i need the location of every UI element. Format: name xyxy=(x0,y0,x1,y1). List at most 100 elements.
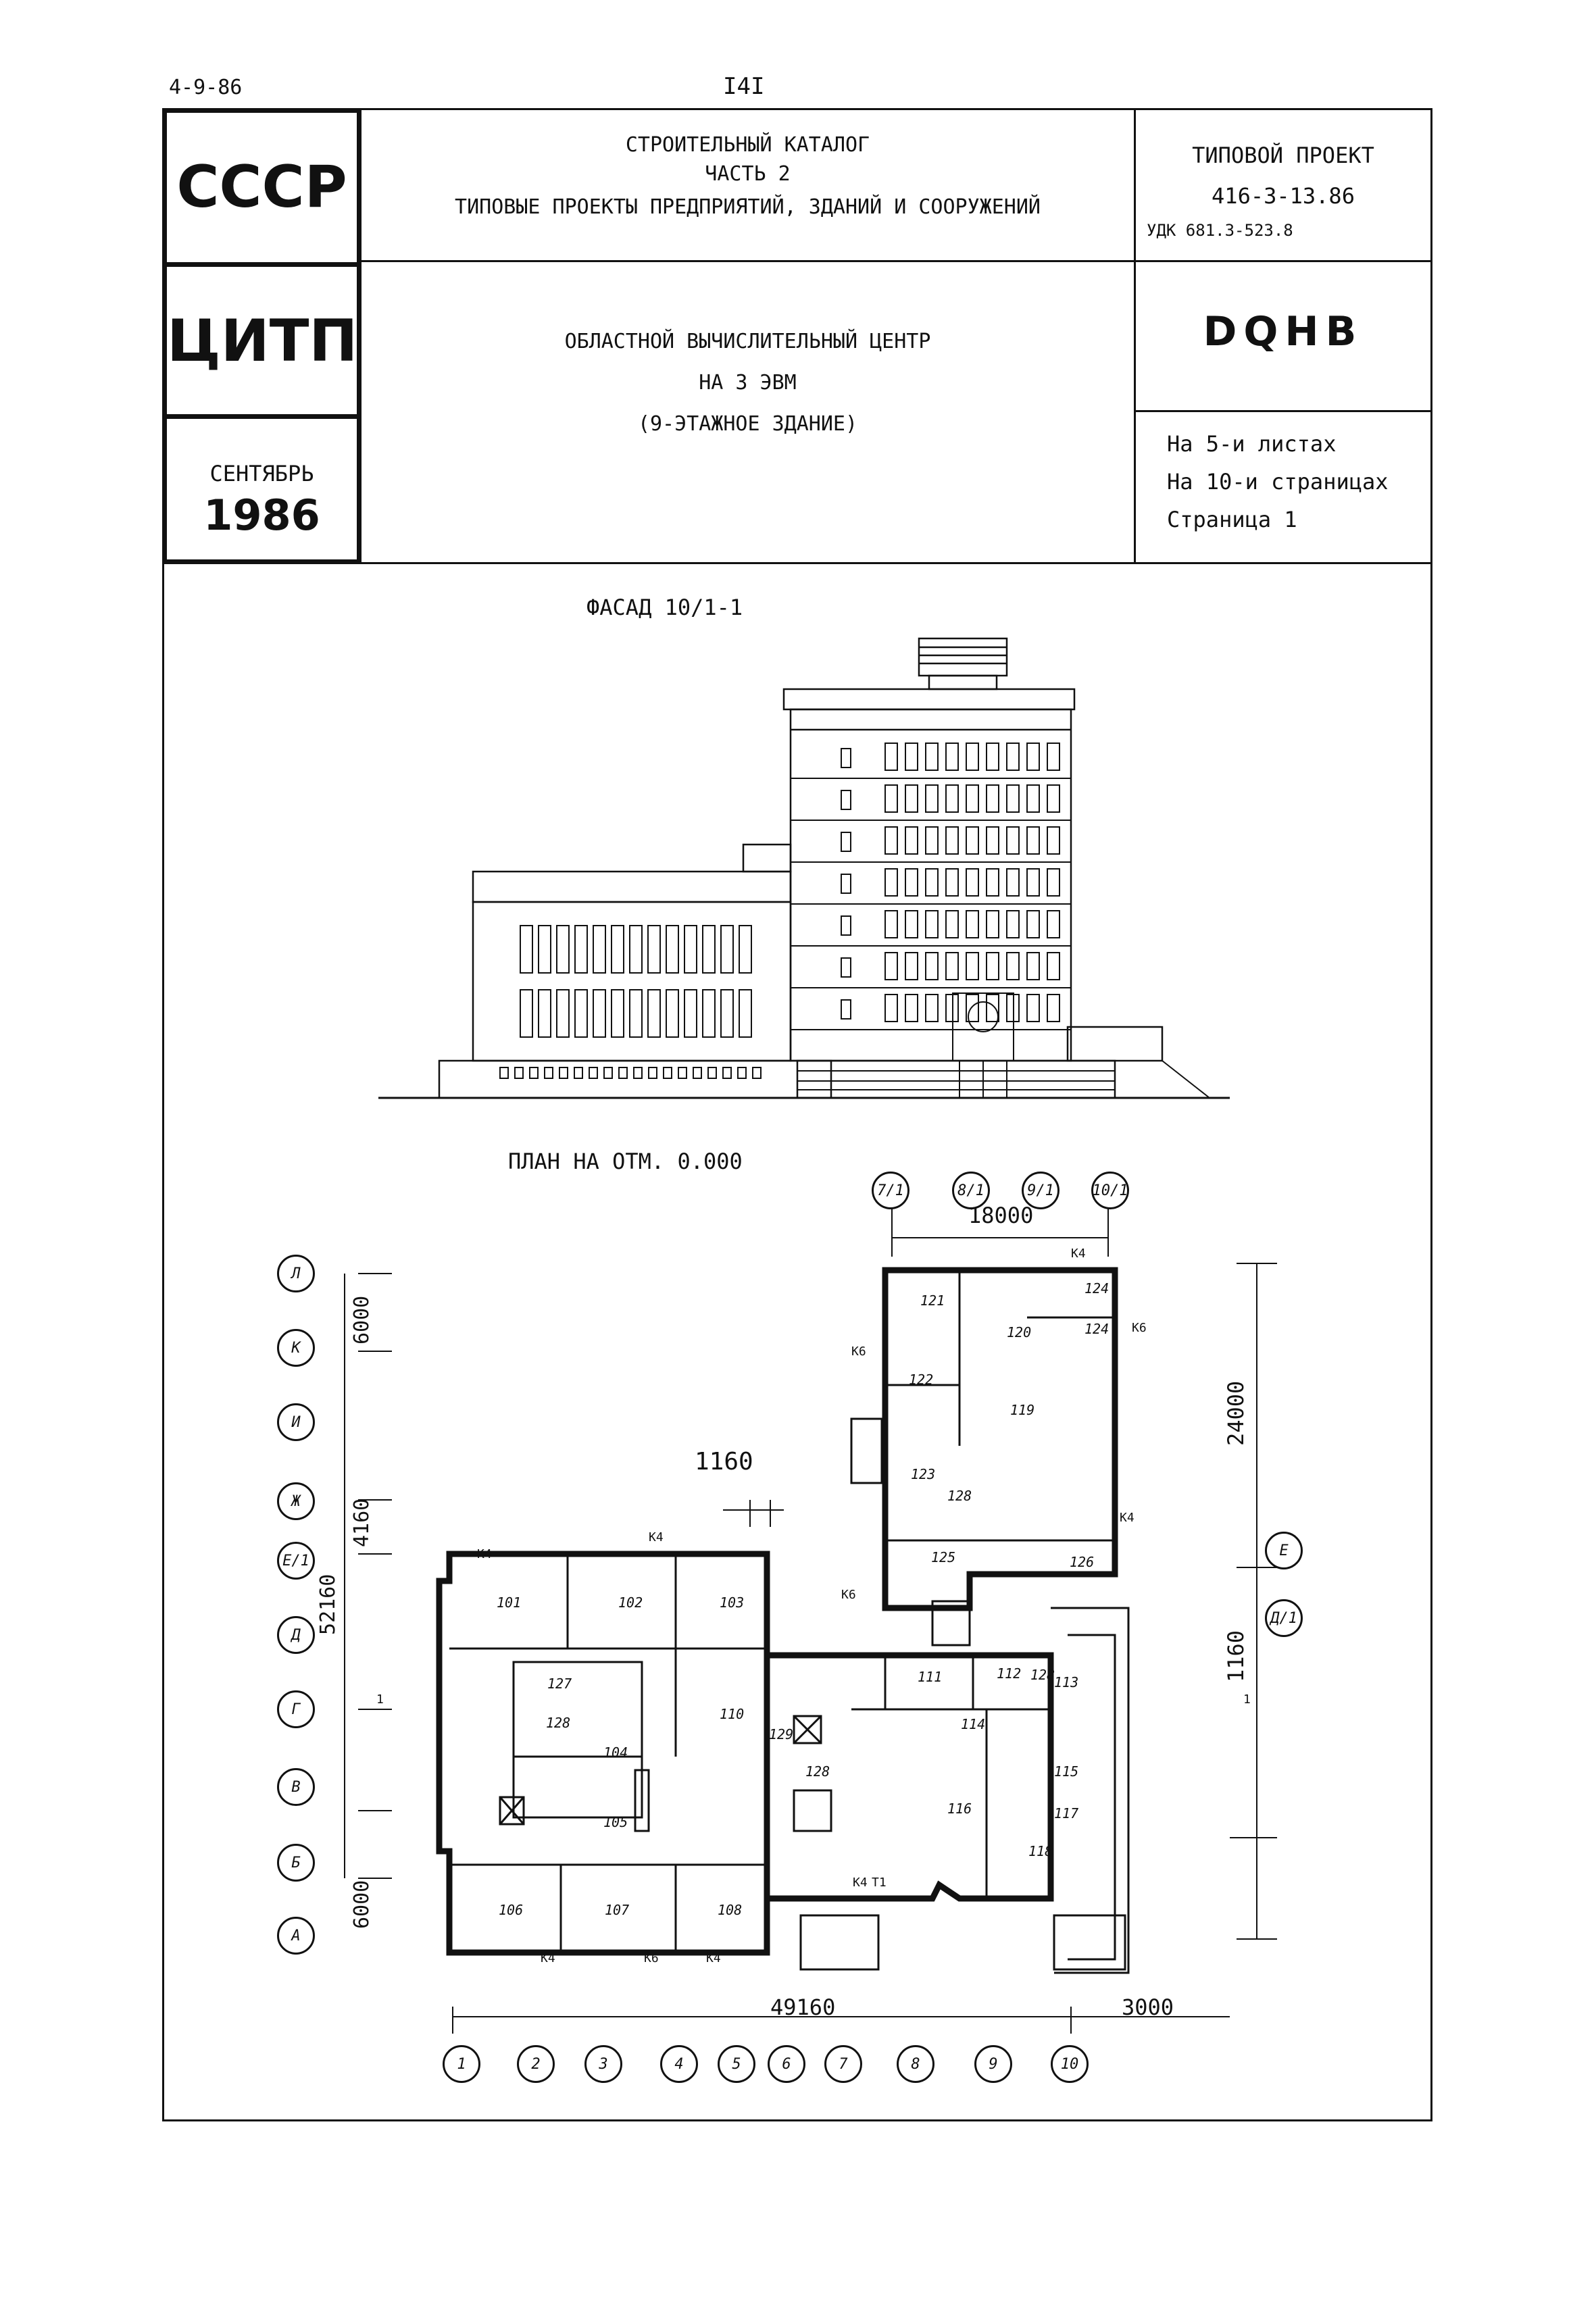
facade-window xyxy=(905,994,918,1022)
room-number: 105 xyxy=(603,1814,628,1830)
facade-window xyxy=(925,994,939,1022)
facade-window xyxy=(986,952,999,980)
project-number: 416-3-13.86 xyxy=(1212,183,1355,209)
facade-window xyxy=(966,910,979,938)
facade-window xyxy=(905,784,918,813)
facade-window xyxy=(702,989,716,1038)
room-number: 124 xyxy=(1084,1321,1109,1337)
facade-window xyxy=(1026,826,1040,855)
left-axis-bubble: Л xyxy=(277,1255,315,1292)
title-cell: ОБЛАСТНОЙ ВЫЧИСЛИТЕЛЬНЫЙ ЦЕНТР НА 3 ЭВМ … xyxy=(359,260,1136,564)
facade-window xyxy=(884,868,898,897)
facade-window xyxy=(666,925,679,974)
room-number: 120 xyxy=(1007,1324,1032,1340)
facade-window xyxy=(1047,784,1060,813)
facade-window xyxy=(945,826,959,855)
facade-window xyxy=(520,925,533,974)
bottom-axis-bubble: 4 xyxy=(660,2045,698,2083)
facade-window xyxy=(966,784,979,813)
facade-window xyxy=(841,915,851,936)
facade-window xyxy=(1026,743,1040,771)
pipe-tag: К4 xyxy=(1120,1511,1134,1525)
room-number: 125 xyxy=(931,1549,956,1565)
dim-left-bottom: 6000 xyxy=(350,1880,374,1929)
facade-window xyxy=(559,1067,568,1079)
room-number: 104 xyxy=(603,1744,628,1761)
facade-window xyxy=(529,1067,539,1079)
facade-window xyxy=(945,743,959,771)
facade-window xyxy=(925,784,939,813)
dim-right-main: 24000 xyxy=(1223,1380,1249,1446)
facade-window xyxy=(574,925,588,974)
corner-code: 4-9-86 xyxy=(169,76,243,99)
facade-window xyxy=(905,826,918,855)
facade-window xyxy=(629,925,643,974)
pipe-tag: К4 xyxy=(706,1951,721,1965)
code-cell: DQHB xyxy=(1134,260,1432,412)
facade-window xyxy=(633,1067,643,1079)
pipe-tag: К4 xyxy=(1071,1247,1086,1261)
facade-window xyxy=(1047,952,1060,980)
pipe-tag: К6 xyxy=(851,1344,866,1359)
facade-window xyxy=(739,989,752,1038)
top-axis-bubble: 9/1 xyxy=(1022,1172,1059,1209)
room-number: 126 xyxy=(1070,1554,1095,1570)
facade-window xyxy=(1006,868,1020,897)
facade-window xyxy=(1047,826,1060,855)
month-label: СЕНТЯБРЬ xyxy=(209,461,314,486)
facade-window xyxy=(593,925,606,974)
room-number: 107 xyxy=(605,1902,630,1918)
facade-window xyxy=(925,743,939,771)
facade-window xyxy=(905,868,918,897)
project-cell: ТИПОВОЙ ПРОЕКТ 416-3-13.86 УДК 681.3-523… xyxy=(1134,108,1432,262)
room-number: 129 xyxy=(769,1726,794,1742)
left-axis-bubble: Е/1 xyxy=(277,1542,315,1580)
facade-window xyxy=(986,784,999,813)
left-axis-bubble: И xyxy=(277,1403,315,1441)
facade-window xyxy=(1006,826,1020,855)
facade-window xyxy=(884,826,898,855)
facade-window xyxy=(1026,784,1040,813)
top-axis-bubble: 10/1 xyxy=(1091,1172,1129,1209)
bottom-axis-bubble: 10 xyxy=(1051,2045,1089,2083)
facade-window xyxy=(707,1067,717,1079)
pipe-tag: К4 xyxy=(649,1530,664,1544)
room-number: 113 xyxy=(1054,1674,1079,1690)
facade-window xyxy=(1006,952,1020,980)
doc-code: DQHB xyxy=(1203,308,1364,355)
facade-window xyxy=(538,989,551,1038)
room-number: 128 xyxy=(1030,1667,1055,1683)
dim-left-mid: 4160 xyxy=(350,1498,374,1547)
right-axis-bubble: Д/1 xyxy=(1265,1599,1303,1637)
facade-window xyxy=(702,925,716,974)
facade-window xyxy=(1026,994,1040,1022)
bottom-axis-bubble: 6 xyxy=(768,2045,805,2083)
facade-window xyxy=(556,989,570,1038)
room-number: 123 xyxy=(911,1466,936,1482)
page-number: I4I xyxy=(723,73,765,100)
facade-window xyxy=(986,994,999,1022)
left-axis-bubble: Г xyxy=(277,1690,315,1728)
pipe-tag: Т1 xyxy=(872,1876,887,1890)
title-line2: НА 3 ЭВМ xyxy=(699,371,797,395)
facade-window xyxy=(1047,910,1060,938)
room-number: 116 xyxy=(947,1801,972,1817)
left-axis-bubble: Б xyxy=(277,1844,315,1882)
left-axis-bubble: А xyxy=(277,1917,315,1955)
facade-window xyxy=(720,989,734,1038)
facade-window xyxy=(945,784,959,813)
room-number: 102 xyxy=(618,1594,643,1611)
facade-window xyxy=(1026,952,1040,980)
facade-window xyxy=(884,743,898,771)
floor-plan xyxy=(344,1203,1277,2034)
facade-window xyxy=(841,748,851,768)
pipe-tag: К4 xyxy=(477,1547,492,1561)
facade-window xyxy=(905,743,918,771)
facade-window xyxy=(1006,784,1020,813)
title-line3: (9-ЭТАЖНОЕ ЗДАНИЕ) xyxy=(637,412,858,436)
pages-count: На 10-и страницах xyxy=(1167,469,1389,495)
facade-window xyxy=(925,952,939,980)
facade-window xyxy=(925,868,939,897)
year-label: 1986 xyxy=(203,491,320,540)
room-number: 114 xyxy=(961,1716,986,1732)
